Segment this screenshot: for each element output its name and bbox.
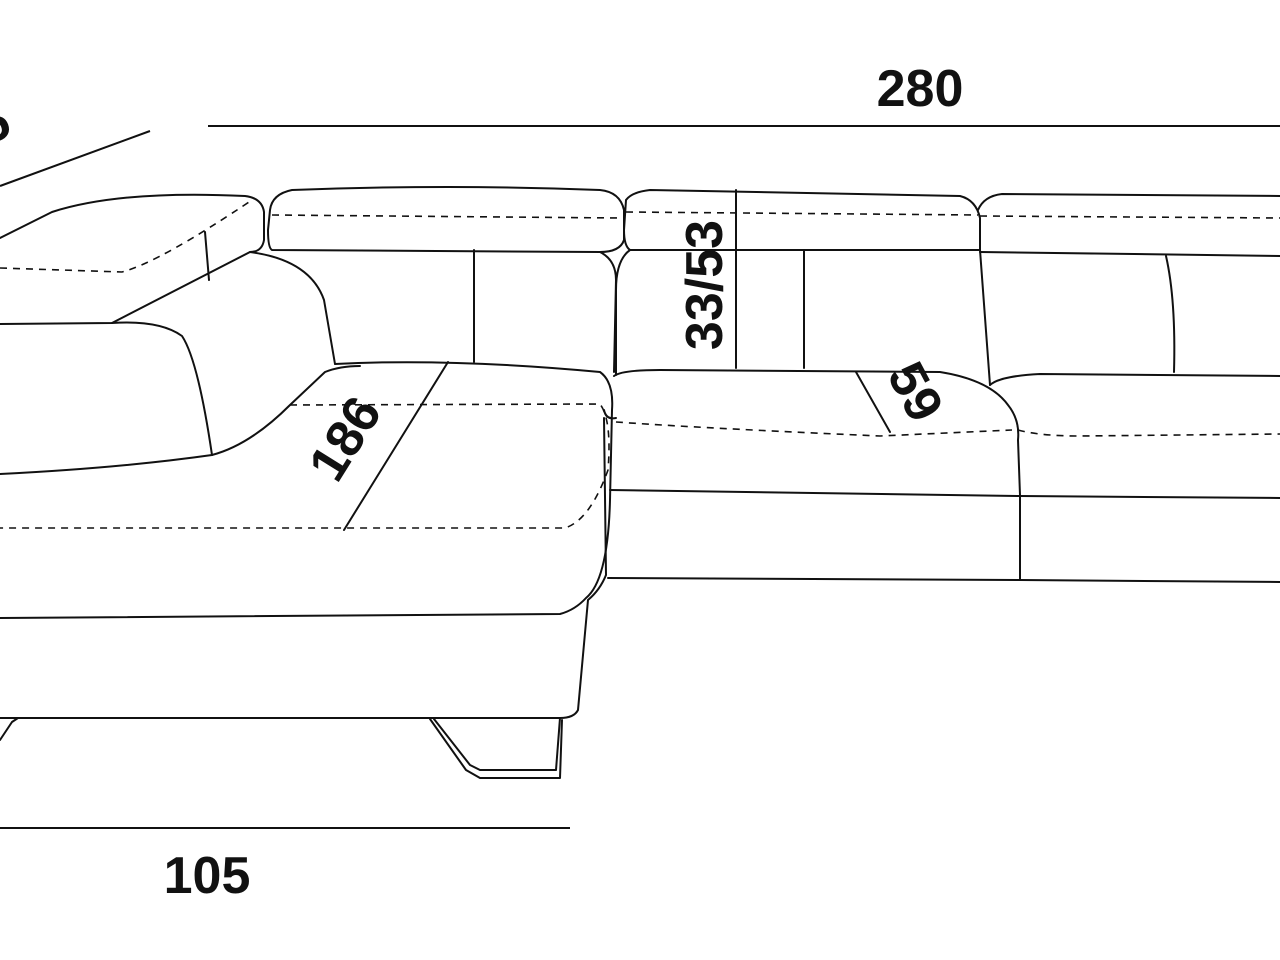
chaise-foot [429, 718, 563, 779]
headrest-3: 33/53 [623, 189, 981, 369]
dimension-label-partial-left: 5 [0, 92, 18, 156]
left-headrest [0, 193, 265, 281]
seat-right [989, 255, 1280, 437]
left-foot-partial [0, 717, 19, 741]
dimension-partial-left-group: 5 [0, 92, 151, 187]
backrest-2 [473, 249, 617, 373]
dimension-label-280: 280 [877, 60, 964, 118]
dimension-label-105: 105 [164, 847, 251, 905]
dimension-label-33-53: 33/53 [676, 220, 734, 350]
chaise-seat: 186 [0, 361, 614, 619]
headrest-4 [977, 193, 1280, 257]
dimension-line-partial-left [0, 130, 151, 187]
dimension-label-59: 59 [876, 353, 954, 431]
backrest-3 [615, 249, 991, 386]
left-armrest [0, 251, 361, 475]
seat-depth-measure-line [855, 371, 891, 433]
dimension-280-group: 280 [208, 60, 1280, 127]
seat-middle: 59 [603, 353, 1280, 583]
chaise-length-measure-line [343, 361, 449, 531]
dimension-105-group: 105 [0, 827, 570, 905]
chaise-base [0, 417, 607, 779]
headrest-2 [267, 186, 625, 253]
